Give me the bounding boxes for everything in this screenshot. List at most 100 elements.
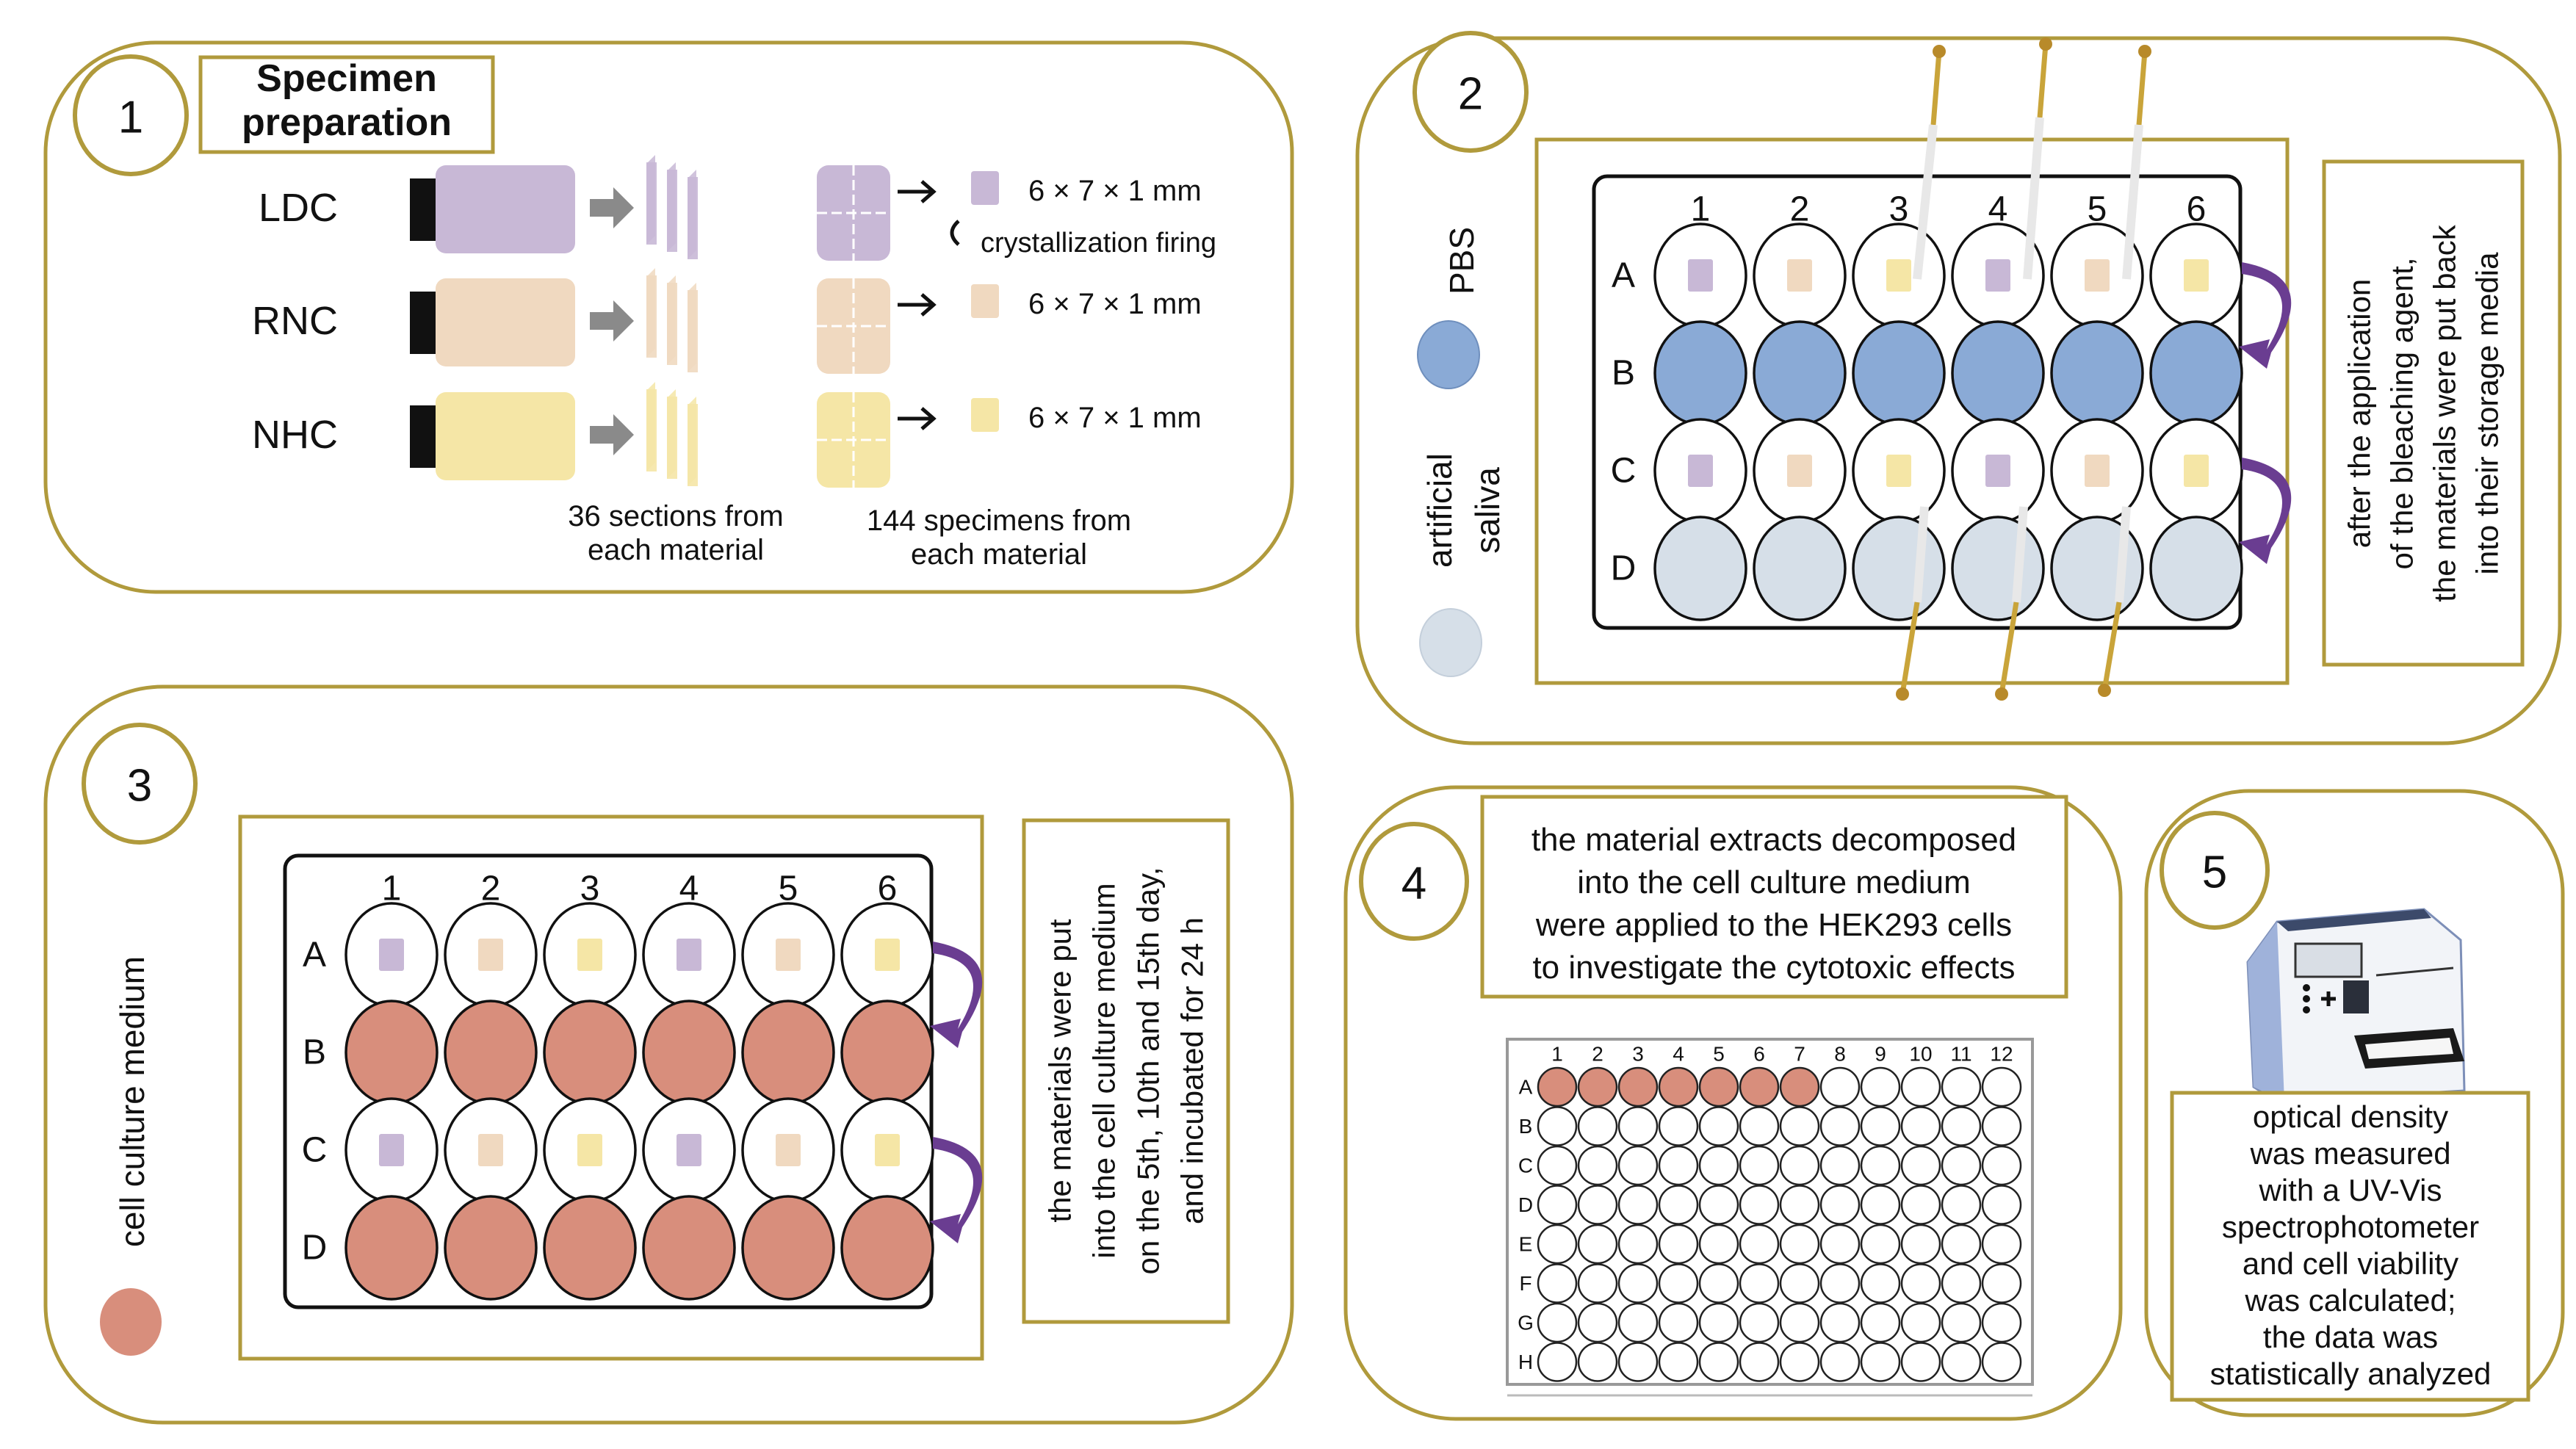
well-A12 [1981, 1066, 2022, 1107]
step-number: 1 [118, 93, 143, 143]
specimen [379, 1134, 404, 1166]
well-D2 [1577, 1185, 1618, 1225]
syringe-plunger [2037, 43, 2049, 118]
well-C5 [1698, 1145, 1739, 1186]
well-H6 [1739, 1342, 1780, 1382]
specimen [2085, 259, 2110, 292]
well-D3 [543, 1195, 637, 1301]
material-block [436, 165, 575, 253]
well-B7 [1779, 1106, 1820, 1146]
well-D1 [1653, 516, 1747, 621]
well-B2 [1577, 1106, 1618, 1146]
well-E3 [1617, 1224, 1659, 1265]
section-slice [667, 283, 677, 365]
well-C10 [1900, 1145, 1941, 1186]
column-label: 6 [1753, 1043, 1765, 1066]
well-E12 [1981, 1224, 2022, 1265]
specimen [1688, 259, 1713, 292]
section-slice [646, 275, 657, 358]
legend-pbs-swatch [1417, 320, 1480, 389]
well-D4 [642, 1195, 736, 1301]
well-G5 [1698, 1302, 1739, 1343]
well-H8 [1819, 1342, 1861, 1382]
well-A3 [1617, 1066, 1659, 1107]
row-label: C [1518, 1154, 1533, 1177]
column-label: 4 [1673, 1043, 1684, 1066]
row-label: F [1519, 1272, 1531, 1295]
well-B5 [741, 1000, 835, 1105]
step-number-circle [73, 54, 189, 176]
note-box [1480, 795, 2068, 999]
column-label: 2 [1790, 190, 1810, 229]
specimens-caption-line-2: each material [911, 538, 1087, 571]
column-label: 1 [1551, 1043, 1563, 1066]
specimen [2184, 259, 2209, 292]
arrow-icon [898, 180, 937, 203]
specimen [1985, 455, 2010, 487]
well-B3 [1852, 320, 1946, 426]
syringe-barrel [2115, 506, 2131, 603]
well-A2 [1577, 1066, 1618, 1107]
well-A8 [1819, 1066, 1861, 1107]
column-label: 2 [481, 870, 501, 908]
specimen [875, 939, 900, 971]
well-B5 [1698, 1106, 1739, 1146]
well-G6 [1739, 1302, 1780, 1343]
column-label: 4 [1988, 190, 2008, 229]
note-line: into the cell culture medium [1577, 864, 1971, 900]
note-line: spectrophotometer [2222, 1210, 2479, 1244]
specimen [971, 284, 999, 318]
well-G4 [1658, 1302, 1699, 1343]
well-D4 [1658, 1185, 1699, 1225]
well-D6 [840, 1195, 934, 1301]
well-B6 [1739, 1106, 1780, 1146]
note-box [1022, 818, 1230, 1324]
well-D5 [1698, 1185, 1739, 1225]
specimen [379, 939, 404, 971]
well-C2 [1577, 1145, 1618, 1186]
specimen [478, 939, 503, 971]
syringe-cap [1896, 687, 1909, 701]
row-label: C [302, 1131, 328, 1170]
well-E4 [1658, 1224, 1699, 1265]
note-line: the data was [2263, 1320, 2438, 1354]
title-box [198, 55, 495, 154]
well-E10 [1900, 1224, 1941, 1265]
well-D2 [444, 1195, 538, 1301]
specimen [1787, 455, 1812, 487]
note-line: after the application [2342, 279, 2377, 549]
block-holder [410, 292, 436, 354]
step-number-circle [1413, 31, 1529, 153]
well-H5 [1698, 1342, 1739, 1382]
well-G12 [1981, 1302, 2022, 1343]
well-B4 [1658, 1106, 1699, 1146]
note-line: and incubated for 24 h [1175, 917, 1210, 1224]
syringe-barrel [1913, 124, 1938, 280]
title-line-1: Specimen [256, 57, 437, 100]
well-F5 [1698, 1263, 1739, 1304]
well-G7 [1779, 1302, 1820, 1343]
step-number: 2 [1458, 69, 1483, 120]
section-slice [667, 397, 677, 479]
well-D2 [1753, 516, 1847, 621]
arrow-icon [898, 407, 937, 430]
well-D9 [1860, 1185, 1901, 1225]
sections-caption-line-1: 36 sections from [568, 500, 783, 532]
specimen [776, 939, 801, 971]
well-B4 [1951, 320, 2045, 426]
specimen [971, 398, 999, 432]
legend-medium-label: cell culture medium [113, 956, 151, 1247]
block-holder [410, 178, 436, 241]
curved-arrow-icon [930, 942, 983, 1048]
specimen [478, 1134, 503, 1166]
legend-saliva-label-line-1: artificial [1421, 453, 1459, 568]
section-slice [688, 290, 698, 372]
column-label: 1 [1691, 190, 1711, 229]
